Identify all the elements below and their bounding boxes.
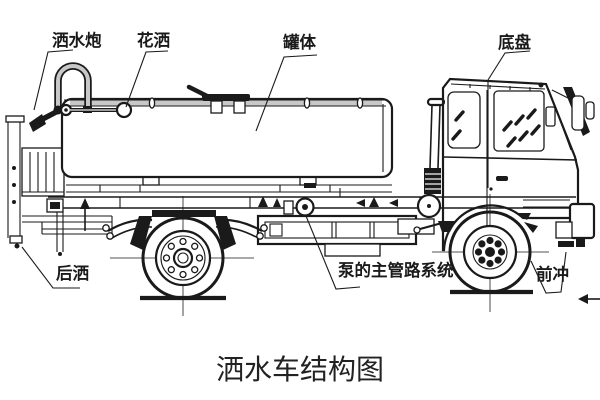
part-labels: 洒水炮 花洒 罐体 底盘 后洒 泵的主管路系统 前冲 bbox=[52, 30, 569, 284]
label-front-flush: 前冲 bbox=[536, 264, 569, 284]
pump-icon bbox=[283, 197, 315, 217]
label-tank-body: 罐体 bbox=[282, 32, 317, 52]
front-flush-nozzle-icon bbox=[558, 241, 574, 247]
rear-spray-nozzle-icon bbox=[9, 235, 23, 249]
chassis-leader bbox=[487, 50, 531, 188]
front-flush-leader bbox=[530, 251, 567, 294]
lower-valve-box bbox=[324, 243, 381, 257]
tank-body-leader bbox=[255, 54, 318, 132]
ground-lines bbox=[140, 289, 533, 301]
label-chassis: 底盘 bbox=[498, 32, 532, 52]
front-wheel bbox=[432, 194, 549, 312]
flow-arrow-icons bbox=[80, 196, 398, 231]
mirror-icon bbox=[571, 95, 585, 131]
door-window bbox=[493, 90, 545, 152]
front-bumper bbox=[555, 202, 596, 247]
mirror-small-icon bbox=[585, 101, 595, 120]
diagram-title: 洒水车结构图 bbox=[216, 353, 384, 386]
front-suspension bbox=[413, 221, 538, 234]
tank-body-shape bbox=[60, 84, 394, 179]
rear-side-window bbox=[447, 91, 481, 149]
water-cannon-leader bbox=[33, 49, 74, 111]
exhaust-stack bbox=[397, 97, 446, 235]
label-rear-spray: 后洒 bbox=[56, 263, 90, 283]
side-pipe-box bbox=[256, 214, 418, 246]
label-flower-sprinkler: 花洒 bbox=[137, 30, 171, 50]
rear-spray-leader bbox=[21, 246, 80, 289]
cannon-nozzle-icon bbox=[29, 114, 46, 132]
rear-suspension bbox=[102, 210, 268, 250]
door-handle-icon bbox=[496, 176, 508, 181]
flower-sprinkler-leader bbox=[125, 50, 169, 108]
rear-wheel bbox=[110, 196, 254, 316]
rear-pipes bbox=[22, 215, 113, 235]
manhole-icon bbox=[186, 84, 250, 114]
flower-sprinkler-icon bbox=[115, 101, 133, 119]
label-pump-pipeline: 泵的主管路系统 bbox=[338, 260, 454, 280]
water-cannon-assembly bbox=[29, 62, 133, 132]
label-water-cannon: 洒水炮 bbox=[52, 30, 102, 50]
front-flush-arrow-icon bbox=[578, 294, 600, 304]
leader-lines bbox=[21, 49, 600, 304]
rear-cage bbox=[21, 147, 65, 197]
pump-pipeline-leader bbox=[305, 215, 361, 290]
